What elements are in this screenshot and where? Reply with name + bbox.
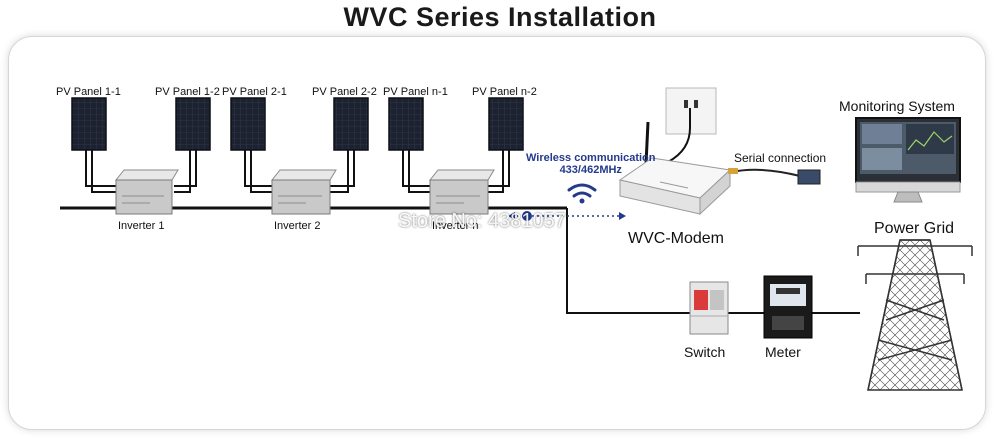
power-grid-label: Power Grid (874, 220, 955, 237)
wireless-caption-line2: 433/462MHz (559, 164, 622, 176)
store-watermark: Store No: 4381057 (398, 210, 566, 232)
monitoring-computer (855, 117, 961, 203)
wireless-caption: Wireless communication 433/462MHz (526, 152, 656, 176)
inverter-n-label: Inverter n (432, 220, 479, 232)
inverter-2-label: Inverter 2 (274, 220, 321, 232)
circuit-breaker (689, 281, 729, 335)
pv-panel-n-1-label: PV Panel n-1 (383, 86, 448, 98)
switch-label: Switch (684, 344, 726, 360)
diagram-title: WVC Series Installation (343, 2, 657, 32)
serial-connection-label: Serial connection (734, 151, 827, 165)
pv-panel-1-1 (71, 97, 107, 151)
wvc-modem-device (618, 121, 732, 216)
pv-panel-1-2 (175, 97, 211, 151)
inverter-n (428, 169, 495, 215)
pv-panel-n-2 (488, 97, 524, 151)
pv-panel-2-2 (333, 97, 369, 151)
inverter-1-label: Inverter 1 (118, 220, 165, 232)
modem-power-cord (667, 127, 691, 163)
pv-panel-1-1-label: PV Panel 1-1 (56, 86, 121, 98)
pv-panel-n-2-label: PV Panel n-2 (472, 86, 537, 98)
pv-panel-n-1 (388, 97, 424, 151)
pv-panel-1-2-label: PV Panel 1-2 (155, 86, 220, 98)
pv-panel-2-1-label: PV Panel 2-1 (222, 86, 287, 98)
pv-panel-2-1 (230, 97, 266, 151)
wireless-link (508, 211, 626, 221)
pv-panel-2-2-label: PV Panel 2-2 (312, 86, 377, 98)
wireless-caption-line1: Wireless communication (526, 152, 656, 164)
inverter-1 (114, 169, 179, 215)
meter-label: Meter (765, 344, 801, 360)
energy-meter (763, 275, 813, 339)
serial-cable (728, 168, 821, 185)
modem-label: WVC-Modem (628, 230, 725, 247)
grid-feed-cable (566, 208, 690, 314)
wall-outlet (665, 87, 717, 135)
dc-cables (85, 150, 510, 193)
monitoring-system-label: Monitoring System (839, 98, 955, 114)
wifi-icon (567, 183, 597, 204)
inverter-2 (270, 169, 337, 215)
power-grid-tower (857, 239, 973, 391)
